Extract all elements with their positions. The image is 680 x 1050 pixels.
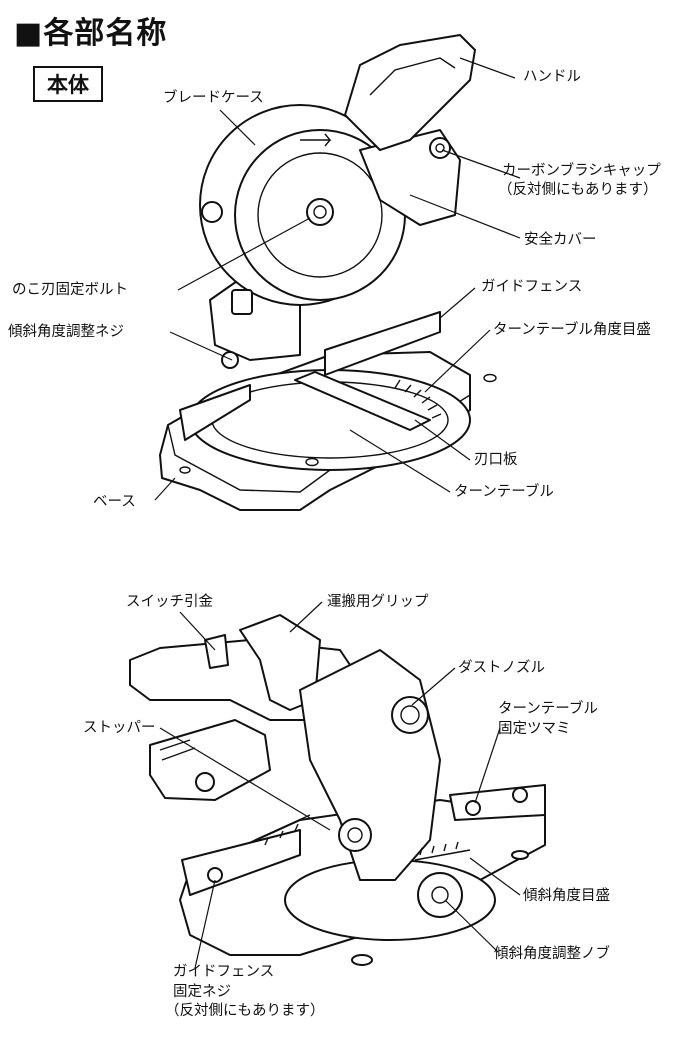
label-carbon-cap-note: （反対側にもあります）: [498, 182, 658, 198]
label-bevel-scale: 傾斜角度目盛: [523, 888, 610, 904]
label-blade-case: ブレードケース: [163, 90, 264, 106]
section-tag: 本体: [33, 66, 103, 102]
handle-shape: [344, 34, 476, 151]
blade-bolt-shape: [306, 198, 334, 226]
turntable-scale-ticks: [394, 379, 442, 419]
bottom-saw-drawing: [129, 614, 546, 966]
label-switch: スイッチ引金: [126, 594, 213, 610]
label-fence-screw-2: 固定ネジ: [173, 984, 231, 1000]
label-turntable-scale: ターンテーブル角度目盛: [493, 322, 651, 338]
label-bevel-knob: 傾斜角度調整ノブ: [494, 946, 610, 962]
label-safety-cover: 安全カバー: [524, 232, 597, 248]
label-carry-grip: 運搬用グリップ: [327, 594, 429, 610]
label-base: ベース: [93, 494, 136, 510]
label-fence-screw-note: （反対側にもあります）: [165, 1003, 325, 1019]
label-handle: ハンドル: [523, 69, 581, 85]
label-kerf-plate: 刃口板: [474, 452, 518, 468]
top-saw-drawing: [159, 34, 497, 511]
bottom-leader-lines: [159, 601, 521, 969]
label-turntable: ターンテーブル: [454, 484, 554, 500]
label-bevel-screw: 傾斜角度調整ネジ: [8, 324, 124, 340]
label-turntable-knob-2: 固定ツマミ: [498, 721, 571, 737]
label-stopper: ストッパー: [83, 720, 156, 736]
label-blade-bolt: のこ刃固定ボルト: [12, 282, 128, 298]
switch-shape: [204, 634, 229, 669]
dust-nozzle-shape: [391, 696, 429, 734]
page-title: ■各部名称: [14, 16, 168, 51]
top-leader-lines: [154, 57, 521, 501]
label-guide-fence: ガイドフェンス: [481, 279, 583, 295]
label-carbon-cap: カーボンブラシキャップ: [502, 163, 661, 179]
label-turntable-knob: ターンテーブル: [498, 701, 598, 717]
label-dust-nozzle: ダストノズル: [458, 660, 545, 676]
guide-fence-shape: [179, 384, 251, 441]
label-fence-screw: ガイドフェンス: [173, 964, 275, 980]
kerf-plate-shape: [294, 371, 431, 431]
